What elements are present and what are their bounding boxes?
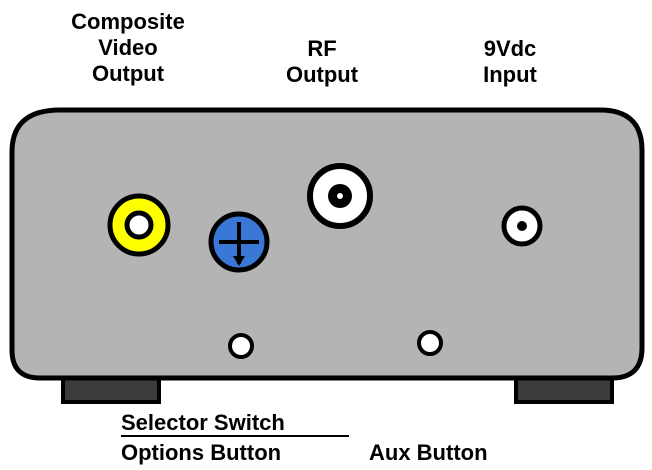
rf-output-label: RF Output bbox=[272, 36, 372, 88]
options-button[interactable] bbox=[228, 333, 254, 359]
power-label-line1: 9Vdc bbox=[483, 36, 537, 61]
device-panel bbox=[9, 107, 645, 381]
composite-label-line2: Video bbox=[98, 35, 158, 60]
rca-jack-icon bbox=[107, 193, 171, 257]
options-button-label: Options Button bbox=[121, 440, 282, 465]
aux-button-label: Aux Button bbox=[369, 440, 488, 465]
selector-switch-underline bbox=[121, 435, 349, 437]
rotary-switch-icon bbox=[208, 211, 270, 273]
dc-jack-icon bbox=[501, 205, 543, 247]
composite-label-line1: Composite bbox=[71, 9, 185, 34]
coax-connector-icon bbox=[307, 163, 373, 229]
composite-video-output-label: Composite Video Output bbox=[58, 9, 198, 87]
rf-label-line1: RF bbox=[307, 36, 337, 61]
composite-label-line3: Output bbox=[91, 61, 165, 86]
rf-label-line2: Output bbox=[285, 62, 359, 87]
power-label-line2: Input bbox=[483, 62, 537, 87]
power-input-label: 9Vdc Input bbox=[460, 36, 560, 88]
selector-switch-label: Selector Switch bbox=[121, 410, 285, 435]
aux-button[interactable] bbox=[417, 330, 443, 356]
